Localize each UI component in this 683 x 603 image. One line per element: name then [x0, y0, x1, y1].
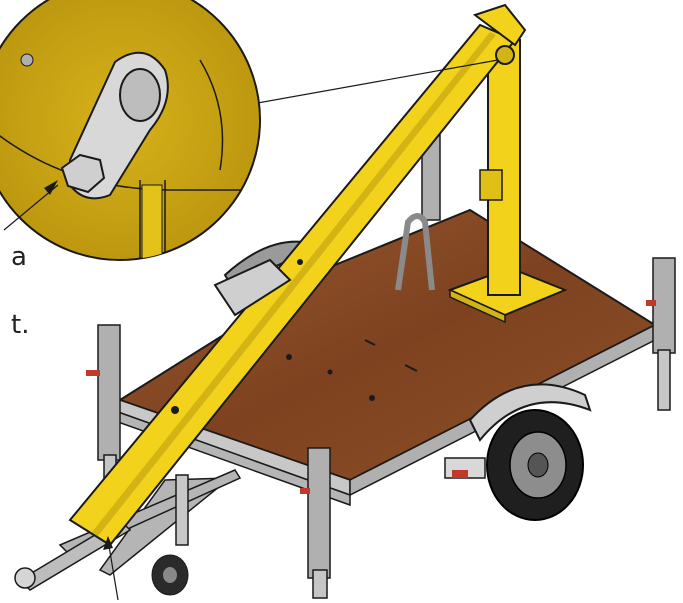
- u-hook: [395, 213, 435, 291]
- pivot-bolt: [60, 153, 106, 194]
- jack-wheel: [151, 474, 189, 596]
- boom: [68, 3, 527, 547]
- caption-fragment-line2: t.: [11, 310, 30, 340]
- zoom-inset-circle: [0, 0, 261, 261]
- arrow-bottom: [103, 536, 113, 550]
- caption-fragment-line1: a: [11, 242, 27, 272]
- leg-lights: [86, 300, 656, 494]
- leader-line-bottom: [107, 539, 119, 601]
- stabilizer-legs: [97, 134, 676, 599]
- wheel-assembly: [444, 383, 592, 521]
- leader-line-top: [251, 59, 499, 105]
- mast: [447, 39, 568, 324]
